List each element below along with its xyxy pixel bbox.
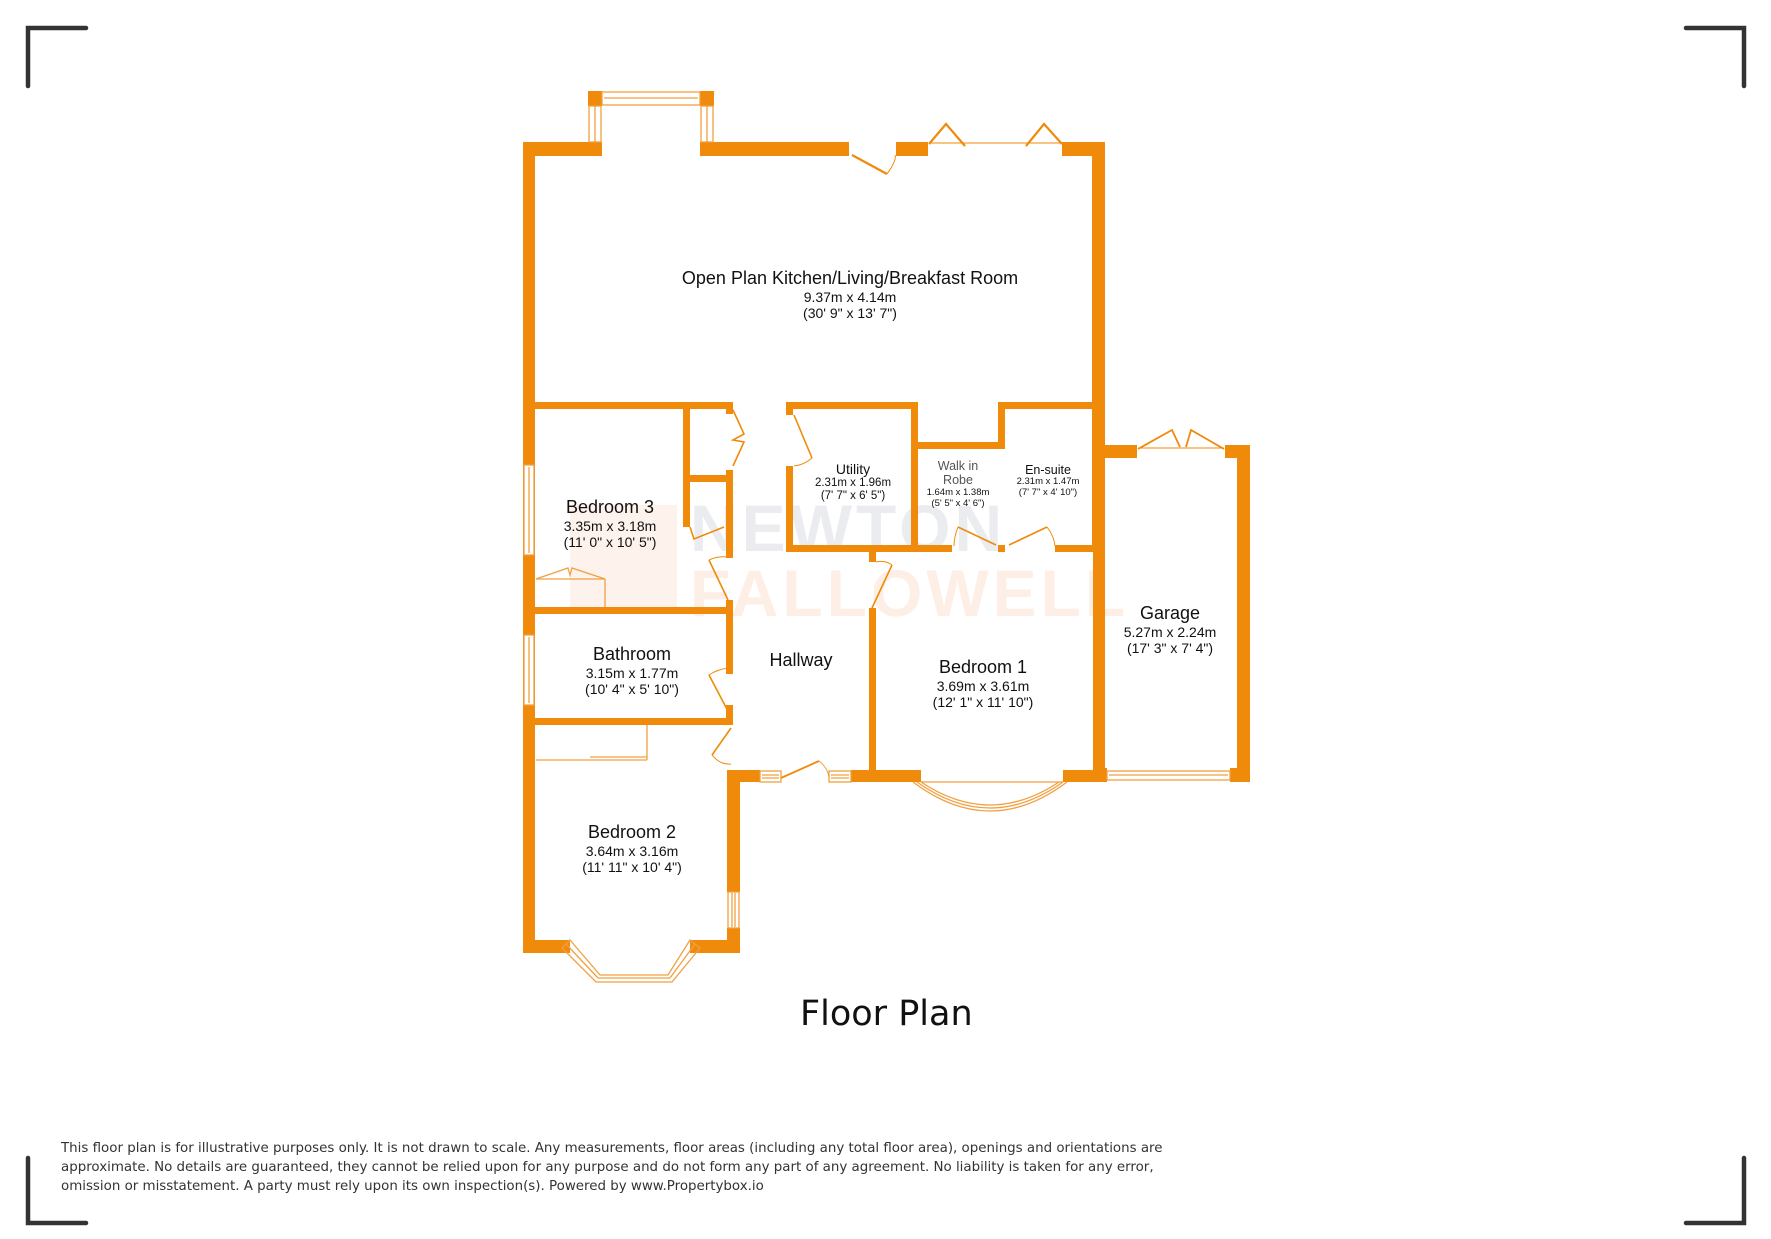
room-metric: 1.64m x 1.38m — [926, 486, 990, 498]
bifold-doors-top-icon — [928, 122, 1063, 147]
room-name: Hallway — [769, 650, 833, 670]
window-bathroom-icon — [523, 634, 535, 706]
disclaimer-line-1: This floor plan is for illustrative purp… — [61, 1141, 1163, 1156]
room-name: Garage — [1139, 603, 1201, 623]
room-imperial: (12' 1" x 11' 10") — [932, 693, 1034, 710]
room-imperial: (17' 3" x 7' 4") — [1126, 639, 1214, 656]
room-metric: 3.64m x 3.16m — [585, 842, 679, 859]
room-name: Bedroom 1 — [938, 657, 1028, 677]
room-name: En-suite — [1025, 463, 1071, 477]
fixtures — [523, 91, 1231, 983]
closet-door-lower-icon — [689, 526, 725, 541]
room-name: Open Plan Kitchen/Living/Breakfast Room — [681, 268, 1019, 288]
bay-window-top-icon — [588, 91, 714, 143]
room-metric: 3.15m x 1.77m — [585, 664, 679, 681]
disclaimer-line-3: omission or misstatement. A party must r… — [61, 1179, 764, 1194]
watermark-fallowell: FALLOWELL — [690, 556, 1130, 630]
room-label-bedroom-1: Bedroom 1 3.69m x 3.61m (12' 1" x 11' 10… — [933, 657, 1034, 710]
window-bedroom-3-icon — [523, 464, 535, 556]
window-bedroom-2-side-icon — [727, 891, 740, 929]
wardrobe-bedroom-2-icon — [536, 725, 648, 761]
room-imperial: (30' 9" x 13' 7") — [803, 304, 897, 321]
door-top-icon — [851, 154, 896, 175]
room-imperial: (10' 4" x 5' 10") — [585, 680, 679, 697]
room-label-bathroom: Bathroom 3.15m x 1.77m (10' 4" x 5' 10") — [585, 644, 679, 697]
wardrobe-bedroom-3-icon — [535, 567, 606, 607]
utility-door-icon — [793, 414, 813, 467]
room-name: Bathroom — [592, 644, 672, 664]
room-name: Bedroom 2 — [587, 822, 677, 842]
room-label-garage: Garage 5.27m x 2.24m (17' 3" x 7' 4") — [1124, 603, 1217, 656]
corner-mark-top-left-icon — [25, 25, 89, 89]
bay-window-bedroom-1-icon — [912, 781, 1068, 812]
room-metric: 5.27m x 2.24m — [1123, 623, 1217, 640]
room-imperial: (5' 5" x 4' 6") — [931, 497, 985, 509]
corner-mark-bottom-right-icon — [1683, 1155, 1747, 1226]
room-label-en-suite: En-suite 2.31m x 1.47m (7' 7" x 4' 10") — [1017, 463, 1080, 499]
bedroom-1-door-icon — [871, 560, 893, 609]
room-name-line-2: Robe — [943, 473, 973, 488]
room-name-line-1: Walk in — [937, 459, 979, 473]
en-suite-door-icon — [1008, 526, 1056, 547]
room-name: Utility — [835, 461, 871, 477]
bedroom-2-door-icon — [711, 727, 732, 765]
room-label-open-plan: Open Plan Kitchen/Living/Breakfast Room … — [682, 268, 1018, 321]
corner-mark-top-right-icon — [1683, 25, 1747, 89]
disclaimer: This floor plan is for illustrative purp… — [61, 1139, 1261, 1196]
garage-window-icon — [1106, 770, 1231, 781]
bay-window-bedroom-2-icon — [561, 939, 701, 983]
room-label-hallway: Hallway — [769, 650, 832, 671]
room-metric: 3.35m x 3.18m — [563, 517, 657, 534]
bathroom-door-icon — [708, 667, 730, 714]
room-imperial: (7' 7" x 6' 5") — [820, 490, 886, 503]
room-metric: 3.69m x 3.61m — [936, 677, 1030, 694]
watermark-logo-icon — [570, 505, 677, 610]
disclaimer-line-2: approximate. No details are guaranteed, … — [61, 1160, 1154, 1175]
corner-mark-bottom-left-icon — [25, 1155, 89, 1226]
front-door-icon — [759, 760, 852, 783]
watermark-newton: NEWTON — [690, 491, 1007, 565]
room-label-utility: Utility 2.31m x 1.96m (7' 7" x 6' 5") — [815, 461, 891, 504]
room-imperial: (11' 11" x 10' 4") — [582, 858, 682, 875]
garage-bifold-doors-icon — [1137, 428, 1225, 450]
room-label-walk-in-robe: Walk in Robe 1.64m x 1.38m (5' 5" x 4' 6… — [927, 459, 990, 510]
floor-plan-title: Floor Plan — [800, 994, 973, 1034]
room-imperial: (11' 0" x 10' 5") — [563, 533, 657, 550]
corner-marks — [25, 25, 1747, 1226]
bedroom-3-door-icon — [708, 556, 729, 601]
room-metric: 2.31m x 1.96m — [814, 477, 892, 490]
room-metric: 9.37m x 4.14m — [803, 288, 897, 305]
room-name: Bedroom 3 — [565, 497, 655, 517]
room-metric: 2.31m x 1.47m — [1016, 476, 1080, 488]
room-label-bedroom-3: Bedroom 3 3.35m x 3.18m (11' 0" x 10' 5"… — [564, 497, 657, 550]
room-imperial: (7' 7" x 4' 10") — [1018, 487, 1078, 499]
room-label-bedroom-2: Bedroom 2 3.64m x 3.16m (11' 11" x 10' 4… — [582, 822, 682, 875]
robe-door-icon — [953, 526, 997, 547]
closet-door-upper-icon — [730, 409, 746, 467]
